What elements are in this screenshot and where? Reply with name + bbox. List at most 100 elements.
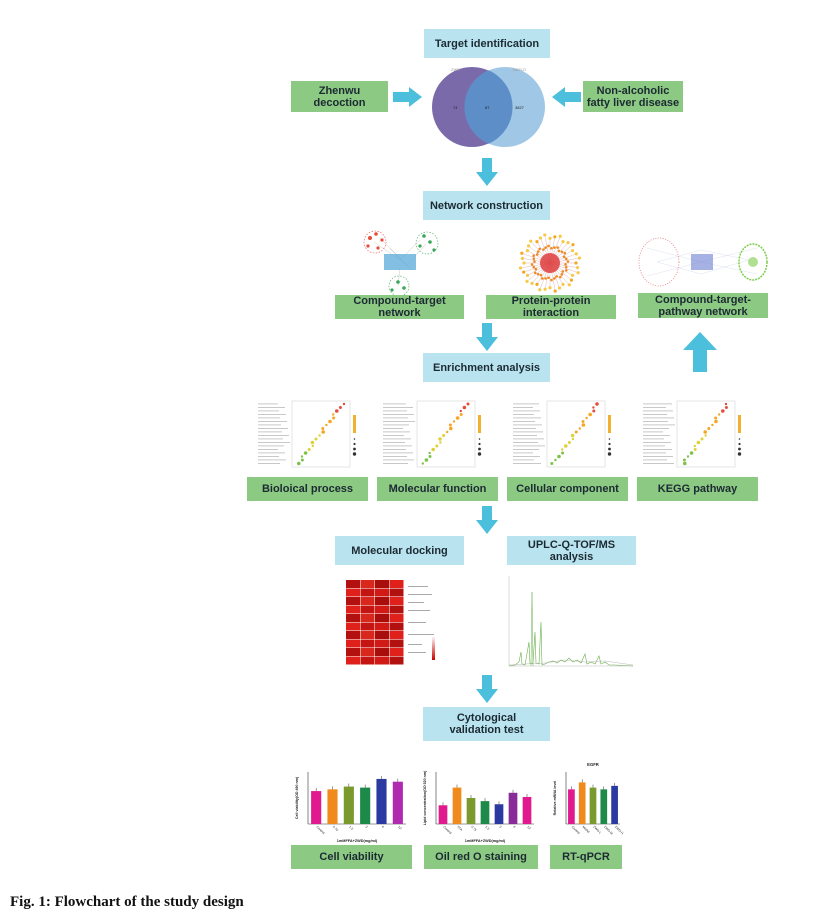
tick-label: ZWD-H bbox=[614, 825, 624, 836]
tick-label: Control bbox=[315, 825, 325, 835]
enrichment-analysis-box: Enrichment analysis bbox=[423, 353, 550, 382]
compound-target-network-graphic bbox=[363, 230, 439, 297]
y-axis-label: Relative mRNA level bbox=[553, 781, 557, 816]
bar bbox=[611, 785, 618, 824]
rtqpcr-label: RT-qPCR bbox=[562, 851, 610, 863]
molecular-docking-box: Molecular docking bbox=[335, 536, 464, 565]
tick-label: 3 bbox=[498, 825, 502, 829]
tick-label: ZWD-L bbox=[592, 825, 602, 835]
oil-red-box: Oil red O staining bbox=[424, 845, 538, 869]
bar bbox=[311, 791, 322, 824]
arrow-up-icon bbox=[683, 332, 717, 372]
enrichment-analysis-label: Enrichment analysis bbox=[433, 361, 540, 374]
cc-box: Cellular component bbox=[507, 477, 628, 501]
mf-box: Molecular function bbox=[377, 477, 498, 501]
bp-box: Bioloical process bbox=[247, 477, 368, 501]
rtqpcr-box: RT-qPCR bbox=[550, 845, 622, 869]
ppi-box: Protein-protein interaction bbox=[486, 295, 616, 319]
arrow-down-icon bbox=[476, 506, 498, 534]
chart-title: EGFR bbox=[587, 762, 599, 767]
bar bbox=[343, 786, 354, 824]
zhenwu-label: Zhenwu decoction bbox=[313, 84, 366, 109]
nafld-label: Non-alcoholic fatty liver disease bbox=[586, 84, 680, 109]
molecular-docking-label: Molecular docking bbox=[351, 544, 448, 557]
bar bbox=[508, 792, 518, 824]
tick-label: 0.75 bbox=[332, 825, 339, 832]
viability-box: Cell viability bbox=[291, 845, 412, 869]
compound-target-pathway-box: Compound-target-pathway network bbox=[638, 293, 768, 318]
target-identification-box: Target identification bbox=[424, 29, 550, 58]
uplc-box: UPLC-Q-TOF/MS analysis bbox=[507, 536, 636, 565]
bar bbox=[568, 789, 575, 824]
kegg-dotplot-graphic bbox=[643, 400, 742, 468]
ppi-label: Protein-protein interaction bbox=[511, 295, 591, 319]
kegg-label: KEGG pathway bbox=[657, 483, 738, 495]
bar bbox=[452, 787, 462, 824]
tick-label: 6 bbox=[381, 825, 385, 829]
tick-label: 12 bbox=[397, 825, 402, 830]
compound-target-pathway-label: Compound-target-pathway network bbox=[655, 293, 751, 318]
y-axis-label: Cell viability(OD 490 nm) bbox=[295, 776, 299, 819]
arrow-down-icon bbox=[476, 158, 498, 186]
target-identification-label: Target identification bbox=[434, 37, 540, 50]
tick-label: 6 bbox=[512, 825, 516, 829]
x-axis-label: 1mMFFA+ZWD(mg/ml) bbox=[337, 839, 378, 843]
uplc-label: UPLC-Q-TOF/MS analysis bbox=[527, 538, 616, 563]
mf-dotplot-graphic bbox=[383, 400, 482, 468]
bar bbox=[466, 798, 476, 824]
compound-target-network-label: Compound-target network bbox=[353, 295, 446, 319]
bar bbox=[522, 796, 532, 824]
oil-red-label: Oil red O staining bbox=[435, 851, 527, 863]
kegg-box: KEGG pathway bbox=[637, 477, 758, 501]
tick-label: Control bbox=[442, 825, 452, 835]
zhenwu-box: Zhenwu decoction bbox=[291, 81, 388, 112]
venn-diagram: ZWD NAFLD 74 87 3827 bbox=[432, 67, 545, 147]
viability-bar-chart: Control 0.75 1.5 3 6 12 Cell viability(OD 490 … bbox=[295, 772, 406, 843]
bar bbox=[600, 789, 608, 824]
bar bbox=[392, 781, 403, 824]
venn-left-label: ZWD bbox=[451, 67, 460, 72]
bar bbox=[327, 789, 338, 824]
bar bbox=[376, 778, 387, 824]
figure-caption: Fig. 1: Flowchart of the study design bbox=[10, 894, 244, 910]
pathway-network-graphic bbox=[638, 237, 768, 287]
bar bbox=[578, 782, 586, 824]
cc-dotplot-graphic bbox=[513, 400, 612, 468]
bar bbox=[360, 787, 371, 824]
venn-left-count: 74 bbox=[453, 105, 458, 110]
arrow-down-icon bbox=[476, 323, 498, 351]
x-axis-label: 1mMFFA+ZWD(mg/ml) bbox=[465, 839, 506, 843]
bar bbox=[438, 805, 448, 824]
bar bbox=[480, 801, 490, 824]
tick-label: Control bbox=[571, 825, 581, 835]
cytological-validation-box: Cytological validation test bbox=[423, 707, 550, 741]
arrow-right-icon bbox=[393, 87, 422, 107]
ppi-network-graphic bbox=[518, 233, 582, 293]
tick-label: 12 bbox=[526, 825, 531, 830]
nafld-box: Non-alcoholic fatty liver disease bbox=[583, 81, 683, 112]
network-construction-box: Network construction bbox=[423, 191, 550, 220]
tick-label: ZWD-M bbox=[603, 825, 614, 836]
y-axis-label: Lipid concentration(OD 520 nm) bbox=[423, 770, 427, 825]
bp-dotplot-graphic bbox=[258, 400, 357, 468]
bar bbox=[494, 804, 504, 824]
viability-label: Cell viability bbox=[319, 851, 384, 863]
bar bbox=[589, 787, 597, 824]
uplc-chromatogram-graphic bbox=[508, 576, 634, 667]
network-construction-label: Network construction bbox=[429, 199, 544, 212]
cytological-validation-label: Cytological validation test bbox=[449, 712, 524, 736]
tick-label: 3 bbox=[364, 825, 368, 829]
tick-label: 1.5 bbox=[348, 825, 354, 831]
venn-right-label: NAFLD bbox=[513, 67, 526, 72]
bp-label: Bioloical process bbox=[261, 483, 354, 495]
cc-label: Cellular component bbox=[516, 483, 619, 495]
tick-label: Model bbox=[581, 825, 590, 834]
venn-right-count: 3827 bbox=[515, 105, 525, 110]
docking-heatmap-graphic bbox=[346, 580, 435, 665]
mf-label: Molecular function bbox=[388, 483, 487, 495]
compound-target-network-box: Compound-target network bbox=[335, 295, 464, 319]
arrow-down-icon bbox=[476, 675, 498, 703]
tick-label: 1.5 bbox=[484, 825, 490, 831]
